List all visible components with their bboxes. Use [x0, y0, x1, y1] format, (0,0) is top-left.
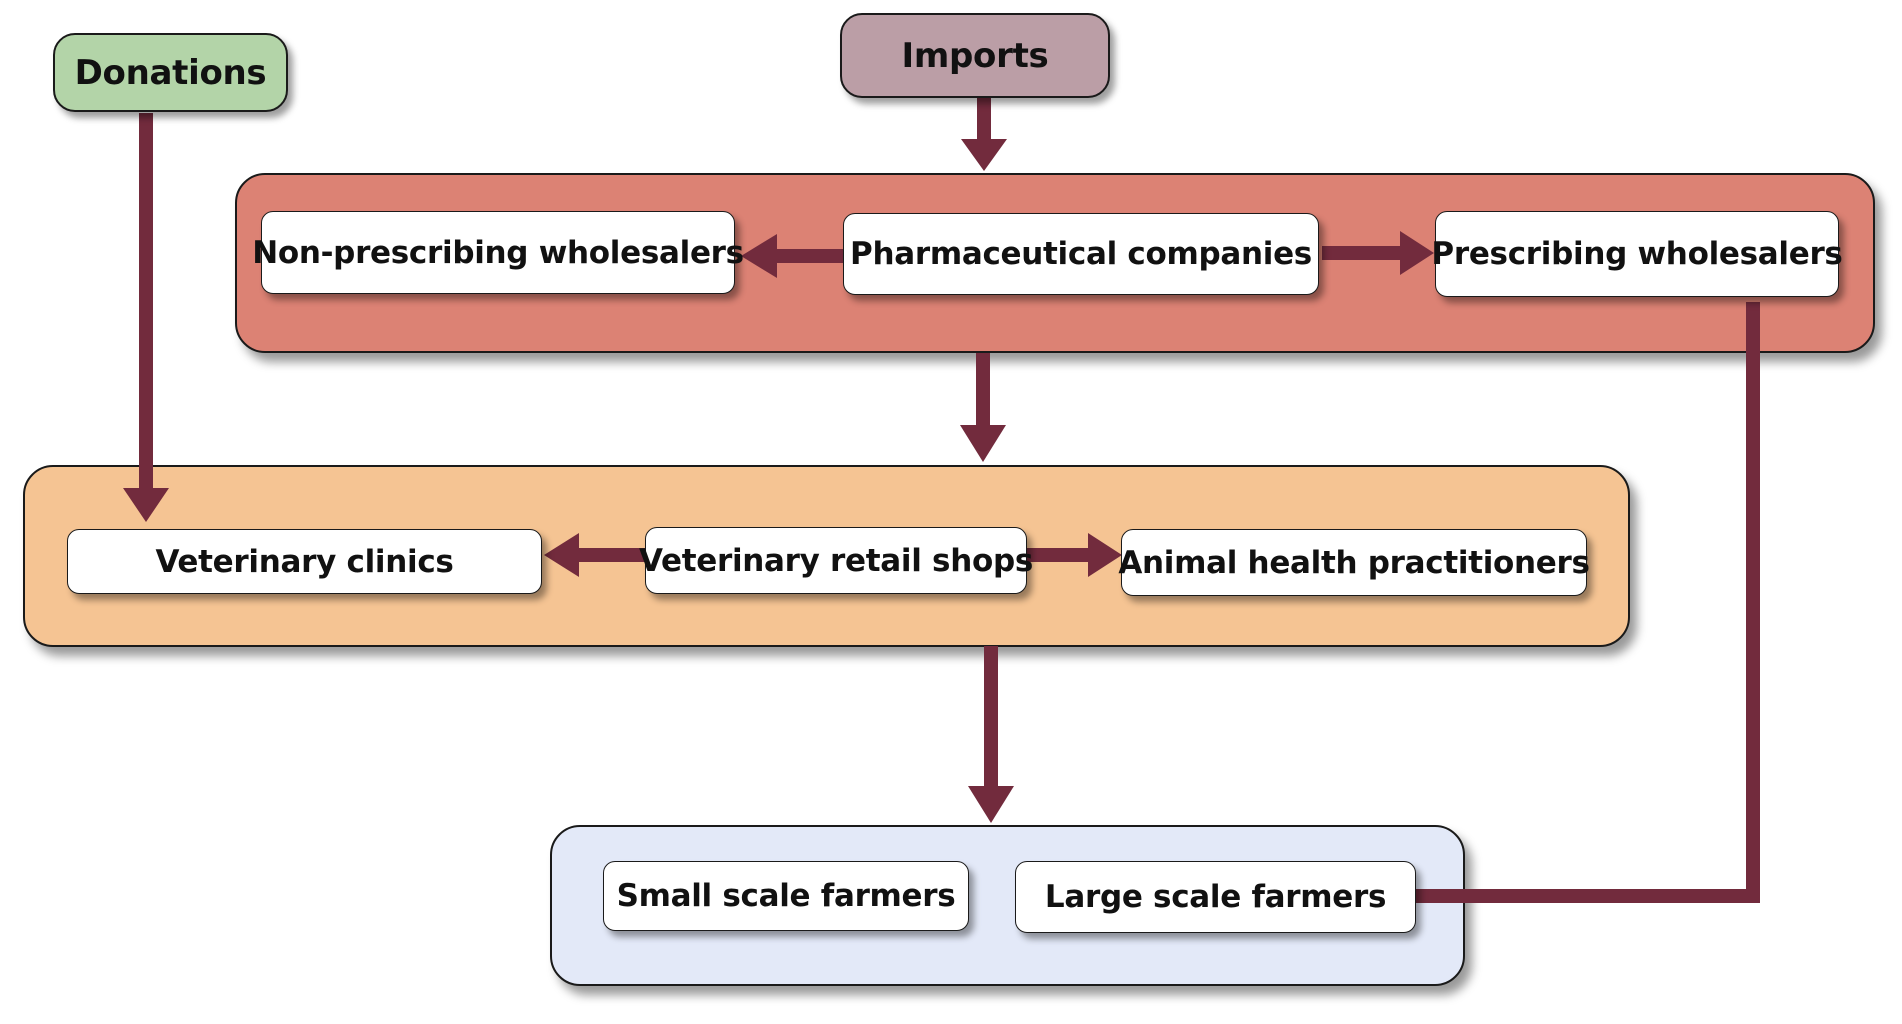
arrow-retail-to-practitioners-head	[1088, 533, 1122, 577]
veterinary-retail-shops-node: Veterinary retail shops	[639, 527, 1033, 594]
small-scale-farmers-node: Small scale farmers	[603, 861, 969, 931]
arrow-imports-to-pharma-head	[961, 139, 1007, 171]
donations-node: Donations	[53, 33, 288, 112]
large-scale-farmers-node: Large scale farmers	[1015, 861, 1416, 933]
arrow-tier2-to-tier3	[984, 646, 998, 788]
arrow-tier1-to-tier2-head	[960, 425, 1006, 462]
arrow-donations-to-clinics-head	[123, 488, 169, 522]
pharmaceutical-companies-node: Pharmaceutical companies	[843, 213, 1319, 295]
arrow-pharma-to-nonprescribing	[775, 249, 844, 263]
imports-node: Imports	[840, 13, 1110, 98]
arrow-imports-to-pharma	[977, 97, 991, 141]
arrow-prescribing-left	[1384, 889, 1760, 903]
veterinary-clinics-node: Veterinary clinics	[67, 529, 542, 594]
arrow-donations-to-clinics	[139, 113, 153, 490]
arrow-prescribing-down	[1746, 302, 1760, 903]
arrow-pharma-to-prescribing	[1322, 246, 1402, 260]
arrow-retail-to-clinics-head	[544, 533, 579, 577]
animal-health-practitioners-node: Animal health practitioners	[1118, 529, 1590, 596]
arrow-pharma-to-prescribing-head	[1400, 231, 1434, 275]
non-prescribing-wholesalers-node: Non-prescribing wholesalers	[252, 211, 744, 294]
arrow-tier2-to-tier3-head	[968, 786, 1014, 823]
arrow-pharma-to-nonprescribing-head	[741, 234, 777, 278]
arrow-tier1-to-tier2	[976, 353, 990, 427]
arrow-retail-to-clinics	[577, 548, 646, 562]
arrow-retail-to-practitioners	[1027, 548, 1090, 562]
prescribing-wholesalers-node: Prescribing wholesalers	[1431, 211, 1843, 297]
